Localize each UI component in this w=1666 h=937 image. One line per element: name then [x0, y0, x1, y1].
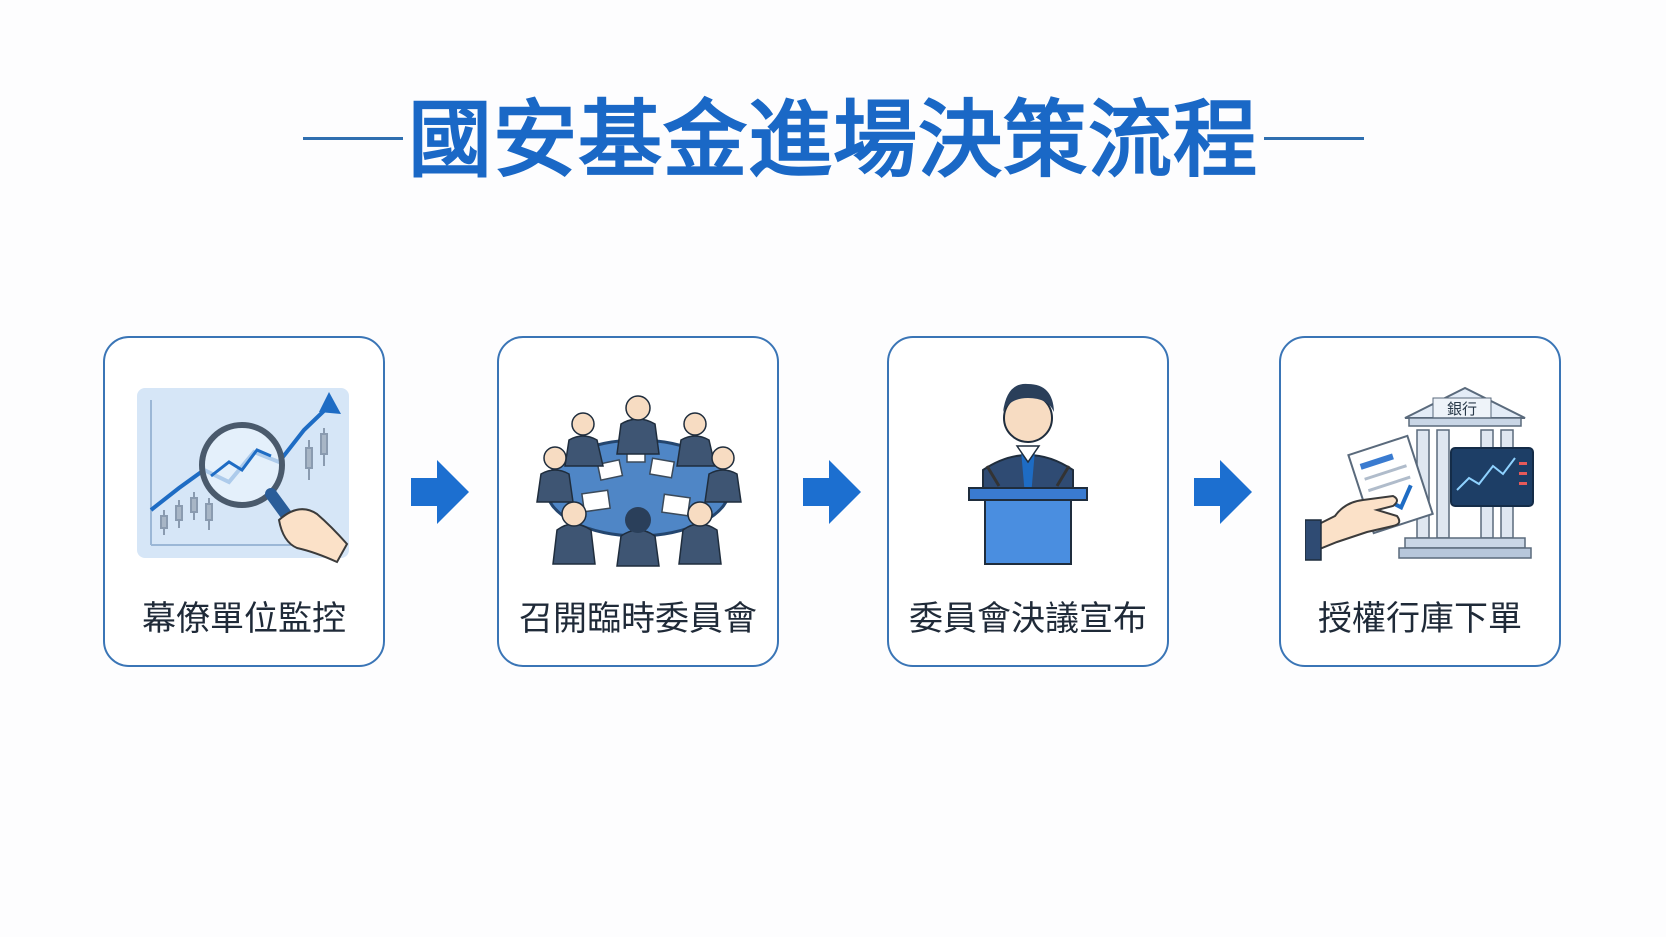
- title-divider-right: [1264, 137, 1364, 140]
- step-card-monitoring: 幕僚單位監控: [103, 336, 385, 667]
- magnifier-chart-icon: [137, 388, 349, 564]
- right-arrow-icon: [803, 460, 861, 524]
- podium-speaker-icon: [968, 383, 1088, 565]
- step-label: 委員會決議宣布: [909, 599, 1147, 639]
- right-arrow-icon: [1194, 460, 1252, 524]
- step-label: 幕僚單位監控: [142, 599, 346, 639]
- title-divider-left: [303, 137, 403, 140]
- step-card-announcement: 委員會決議宣布: [887, 336, 1169, 667]
- step-label: 召開臨時委員會: [519, 599, 757, 639]
- meeting-table-icon: [536, 395, 742, 567]
- bank-sign-text: 銀行: [1447, 400, 1477, 418]
- page-title: 國安基金進場決策流程: [407, 91, 1258, 189]
- step-card-bank-order: 銀行 授權行庫下單: [1279, 336, 1561, 667]
- title-row: 國安基金進場決策流程: [0, 78, 1666, 198]
- step-label: 授權行庫下單: [1318, 599, 1522, 639]
- bank-order-icon: 銀行: [1305, 386, 1534, 561]
- right-arrow-icon: [411, 460, 469, 524]
- step-card-meeting: 召開臨時委員會: [497, 336, 779, 667]
